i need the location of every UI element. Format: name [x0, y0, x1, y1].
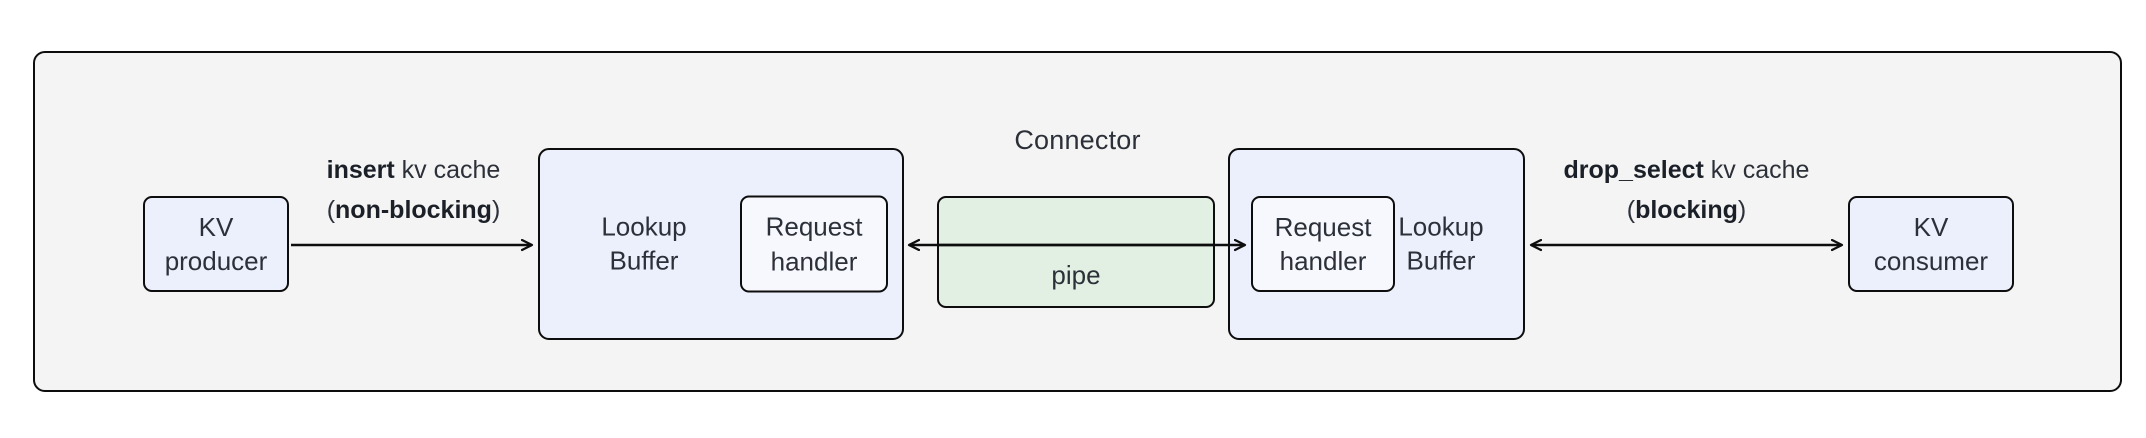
pipe-label: pipe: [1051, 260, 1101, 290]
edge-label-insert-op: insert: [326, 156, 395, 184]
request-handler-left-label: Request handler: [766, 210, 863, 279]
lookup-buffer-right-label-line2: Buffer: [1406, 246, 1476, 276]
kv-consumer-node: KV consumer: [1848, 196, 2014, 292]
edge-label-drop-select-line1: drop_select kv cache: [1525, 150, 1848, 190]
request-handler-right-label-line2: handler: [1279, 246, 1367, 276]
request-handler-right-label: Request handler: [1275, 210, 1372, 279]
request-handler-left-label-line1: Request: [765, 211, 863, 242]
edge-label-insert-paren-open: (: [326, 196, 336, 224]
edge-label-drop-select: drop_select kv cache (blocking): [1525, 150, 1848, 230]
lookup-buffer-right-label: Lookup Buffer: [1371, 210, 1511, 279]
edge-label-insert: insert kv cache (non-blocking): [289, 150, 538, 230]
edge-label-insert-rest: kv cache: [394, 156, 501, 184]
kv-consumer-label: KV consumer: [1874, 210, 1988, 279]
lookup-buffer-right-label-line1: Lookup: [1398, 211, 1484, 242]
kv-producer-node: KV producer: [143, 196, 289, 292]
lookup-buffer-left-label-line2: Buffer: [609, 246, 679, 276]
edge-label-insert-mode: non-blocking: [335, 196, 492, 224]
lookup-buffer-left-label-line1: Lookup: [601, 211, 687, 242]
edge-label-insert-paren-close: ): [491, 196, 501, 224]
request-handler-right-node: Request handler: [1251, 196, 1395, 292]
lookup-buffer-left-node: Lookup Buffer Request handler: [538, 148, 904, 340]
edge-label-insert-line2: (non-blocking): [289, 190, 538, 230]
request-handler-left-node: Request handler: [740, 195, 888, 293]
edge-label-drop-select-paren-close: ): [1737, 196, 1747, 224]
pipe-node: pipe: [937, 196, 1215, 308]
edge-label-drop-select-rest: kv cache: [1703, 156, 1810, 184]
edge-label-drop-select-op: drop_select: [1563, 156, 1704, 184]
kv-producer-label: KV producer: [165, 210, 268, 279]
edge-label-insert-line1: insert kv cache: [289, 150, 538, 190]
lookup-buffer-left-label: Lookup Buffer: [564, 210, 724, 279]
edge-label-drop-select-mode: blocking: [1635, 196, 1738, 224]
request-handler-right-label-line1: Request: [1274, 211, 1372, 242]
connector-title: Connector: [1014, 125, 1141, 155]
request-handler-left-label-line2: handler: [770, 246, 858, 276]
edge-label-drop-select-paren-open: (: [1626, 196, 1636, 224]
lookup-buffer-right-node: Request handler Lookup Buffer: [1228, 148, 1525, 340]
edge-label-drop-select-line2: (blocking): [1525, 190, 1848, 230]
kv-producer-label-line1: KV: [198, 211, 234, 242]
kv-consumer-label-line1: KV: [1913, 211, 1949, 242]
kv-consumer-label-line2: consumer: [1873, 246, 1989, 276]
kv-producer-label-line2: producer: [164, 246, 268, 276]
